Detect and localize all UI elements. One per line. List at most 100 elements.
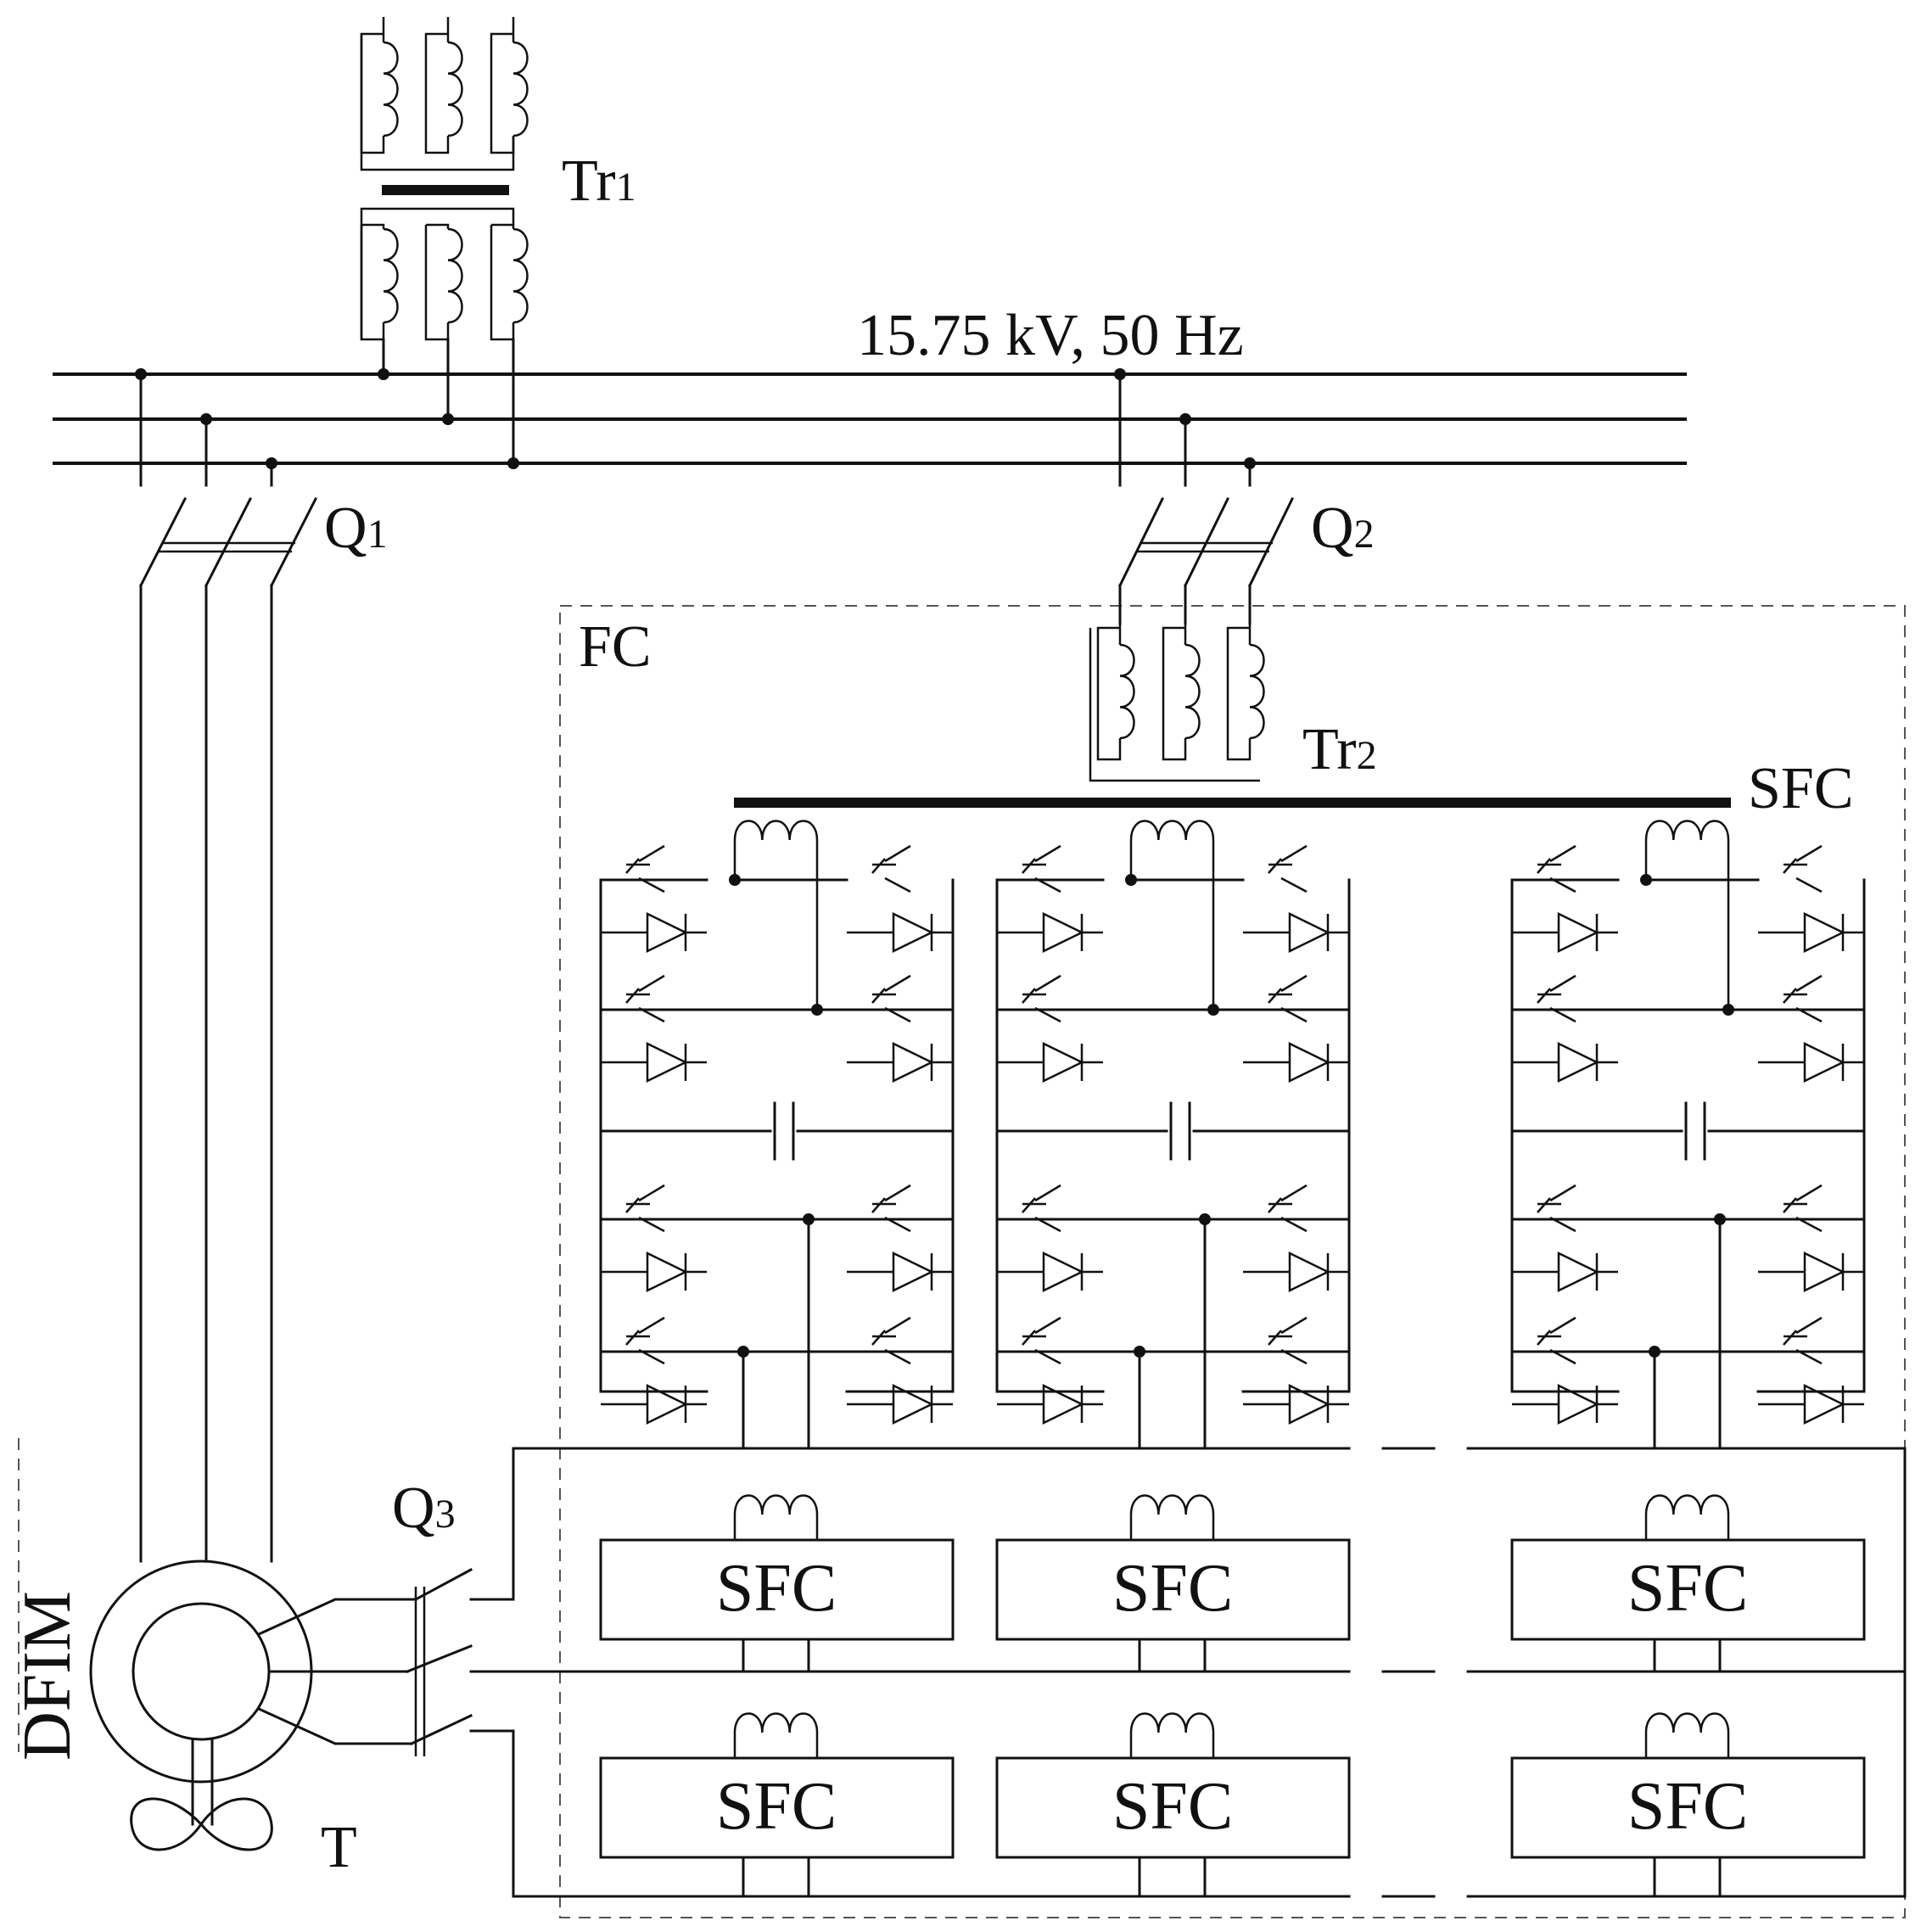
tr1-coil [447,227,463,324]
sfc-block-label: SFC [1112,1769,1233,1844]
inductor-icon [1129,1712,1215,1733]
sfc-block-label: SFC [716,1769,837,1844]
wire [742,1638,810,1673]
igbt-icon [1022,1184,1061,1233]
capacitor-icon [1169,1101,1191,1161]
dfim-machine [89,1560,417,1851]
wire [995,1218,1351,1353]
three-phase-bus [53,372,1687,465]
inductor-icon [733,1494,819,1515]
sfc-block-row-1: SFC SFC SFC [599,1538,1866,1641]
sfc-block-row-2: SFC SFC SFC [599,1756,1866,1859]
igbt-icon [1022,1316,1061,1365]
igbt-icon [871,974,911,1023]
fc-label: FC [579,614,652,680]
diode-icon [1803,1251,1845,1293]
wire [1138,1638,1207,1673]
tr2-winding-frame [1226,626,1252,761]
igbt-icon [1783,1184,1823,1233]
igbt-icon [1268,1184,1308,1233]
wire [1653,1638,1722,1673]
diode-icon [1557,911,1599,954]
igbt-icon [1268,844,1308,893]
igbt-icon [625,974,665,1023]
tr1-coil [383,227,399,324]
igbt-icon [1783,1316,1823,1365]
igbt-icon [1268,1316,1308,1365]
igbt-icon [1537,844,1576,893]
tr2-coil [1184,643,1201,740]
turbine-label: T [321,1815,357,1880]
transformer-tr2 [1089,624,1265,782]
tr1-winding-frame [424,32,450,154]
tr1-winding-frame [360,32,385,154]
igbt-icon [871,844,911,893]
wire [599,1218,955,1353]
dc-rail [599,878,955,1393]
sfc-block-label: SFC [1112,1551,1233,1626]
sfc-block-label: SFC [1627,1769,1748,1844]
wire [1510,878,1866,1011]
tr1-coil [383,41,399,137]
igbt-icon [1537,974,1576,1023]
diode-icon [646,1041,688,1084]
inductor-icon [733,1712,819,1733]
wire [469,1447,515,1601]
diode-icon [1288,1041,1330,1084]
wire [1510,1218,1866,1353]
diode-icon [646,1251,688,1293]
inductor-icon [1644,1494,1730,1515]
sfc-top-label: SFC [1748,756,1854,821]
igbt-icon [1783,844,1823,893]
breaker-q1 [138,372,318,1563]
wire [1653,1856,1722,1898]
sfc-block-label: SFC [716,1551,837,1626]
diode-icon [1557,1041,1599,1084]
dc-rail [995,878,1351,1393]
inductor-icon [1129,820,1215,841]
igbt-icon [1537,1184,1576,1233]
igbt-icon [1537,1316,1576,1365]
tr1-winding-frame [424,223,450,341]
q1-label: Q1 [324,496,388,561]
tr2-frame [1089,628,1260,782]
igbt-icon [1268,974,1308,1023]
inductor-icon [1644,1712,1730,1733]
inductor-icon [1129,1494,1215,1515]
igbt-icon [871,1316,911,1365]
igbt-icon [1022,974,1061,1023]
tr2-winding-frame [1096,626,1122,761]
diode-icon [892,1251,934,1293]
diode-icon [646,911,688,954]
breaker-q2 [1117,372,1295,625]
diode-icon [1042,1041,1084,1084]
diode-icon [1803,1041,1845,1084]
sfc-detailed-cells [599,820,1866,1425]
diode-icon [1288,911,1330,954]
tr2-label: Tr2 [1302,717,1377,782]
fc-boundary [18,605,1906,1918]
igbt-icon [625,844,665,893]
diode-icon [1042,1251,1084,1293]
igbt-icon [871,1184,911,1233]
inductor-icon [1644,820,1730,841]
tr2-coil [1249,643,1265,740]
tr1-coil [447,41,463,137]
inductor-icon [733,820,819,841]
diode-icon [892,911,934,954]
sfc-block-label: SFC [1627,1551,1748,1626]
wire [742,1856,810,1898]
diode-icon [1803,911,1845,954]
dc-rail [1510,878,1866,1393]
capacitor-icon [1684,1101,1706,1161]
tr1-winding-frame [490,223,515,341]
igbt-icon [625,1316,665,1365]
diode-icon [1288,1251,1330,1293]
tr1-coil [512,227,529,324]
igbt-icon [1022,844,1061,893]
diode-icon [1042,911,1084,954]
wire [995,878,1351,1011]
dfim-label: DFIM [10,1591,85,1761]
q2-label: Q2 [1311,496,1375,561]
